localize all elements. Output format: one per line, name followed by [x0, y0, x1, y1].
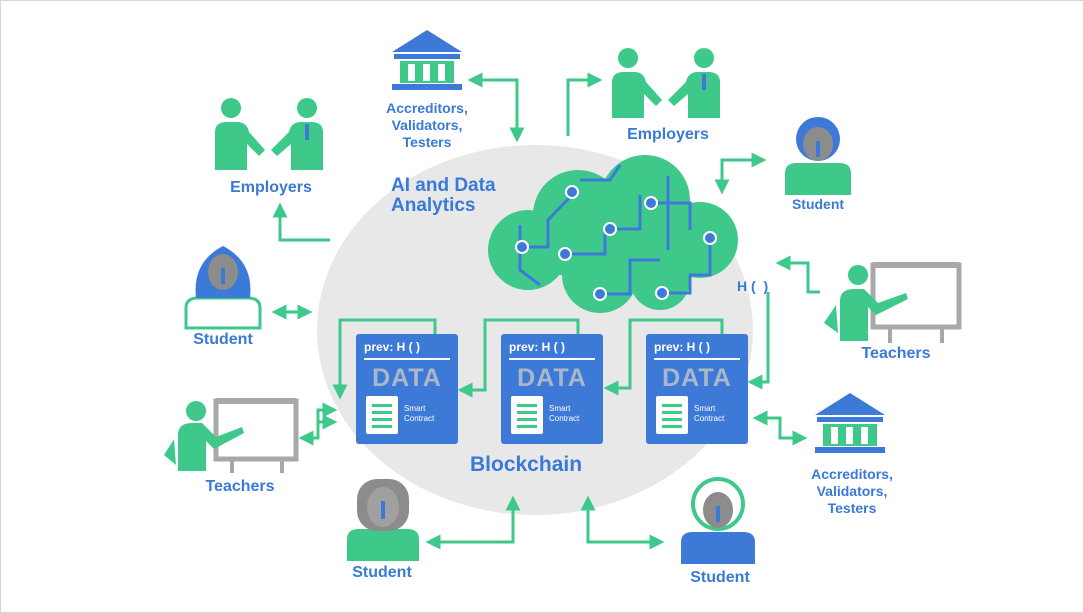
blockchain-label: Blockchain [470, 453, 583, 476]
block-prev-hash: prev: H ( ) [654, 340, 711, 354]
block-data-label: DATA [662, 364, 732, 392]
arrow-teachers-left-2 [316, 402, 338, 422]
arrow-accreditors-top [467, 72, 525, 143]
divider [654, 358, 740, 360]
teacher-board-icon [164, 398, 299, 473]
teacher-board-icon [824, 262, 962, 343]
arrow-student-right-top [714, 152, 767, 195]
teachers-right-label: Teachers [861, 345, 931, 362]
document-icon [511, 396, 543, 434]
block-data-label: DATA [372, 364, 442, 392]
teachers-left-label: Teachers [205, 478, 275, 495]
bank-icon [815, 393, 885, 453]
block-prev-hash: prev: H ( ) [509, 340, 566, 354]
arrow-accreditors-right [752, 410, 808, 446]
student-bottom-left-label: Student [352, 564, 412, 581]
smart-contract-label: Smart Contract [404, 404, 435, 423]
bank-icon [392, 30, 462, 90]
hash-link [747, 292, 770, 390]
chain-link-2 [457, 318, 580, 398]
student-right-top-label: Student [791, 196, 845, 212]
student-icon [347, 479, 419, 561]
handshake-icon [215, 98, 323, 170]
arrow-employers-left [272, 202, 330, 242]
arrow-employers-top-right [566, 72, 603, 136]
accreditors-right-label: Accreditors, Validators, Testers [811, 466, 893, 516]
arrow-student-bottom-left [425, 495, 521, 550]
divider [509, 358, 595, 360]
block-prev-hash: prev: H ( ) [364, 340, 421, 354]
student-bottom-right-label: Student [690, 569, 750, 586]
arrow-student-bottom-right [580, 495, 665, 550]
handshake-icon [612, 48, 720, 118]
student-icon [681, 477, 755, 564]
student-icon [785, 117, 851, 195]
arrow-teachers-right [775, 255, 820, 294]
chain-link-3 [603, 318, 724, 396]
accreditors-top-label: Accreditors, Validators, Testers [386, 100, 468, 150]
ai-cloud-icon [488, 155, 738, 313]
block-1: prev: H ( ) DATA Smart Contract [356, 334, 458, 444]
student-icon [184, 246, 262, 330]
arrow-teachers-left [298, 414, 338, 446]
block-data-label: DATA [517, 364, 587, 392]
document-icon [656, 396, 688, 434]
employers-top-right-label: Employers [627, 126, 709, 143]
student-left-label: Student [193, 331, 253, 348]
divider [364, 358, 450, 360]
document-icon [366, 396, 398, 434]
block-2: prev: H ( ) DATA Smart Contract [501, 334, 603, 444]
employers-left-label: Employers [230, 179, 312, 196]
chain-link-1 [332, 318, 437, 400]
smart-contract-label: Smart Contract [549, 404, 580, 423]
hash-label: H ( ) [737, 278, 769, 294]
block-3: prev: H ( ) DATA Smart Contract [646, 334, 748, 444]
smart-contract-label: Smart Contract [694, 404, 725, 423]
ai-analytics-title: AI and Data Analytics [391, 175, 496, 216]
